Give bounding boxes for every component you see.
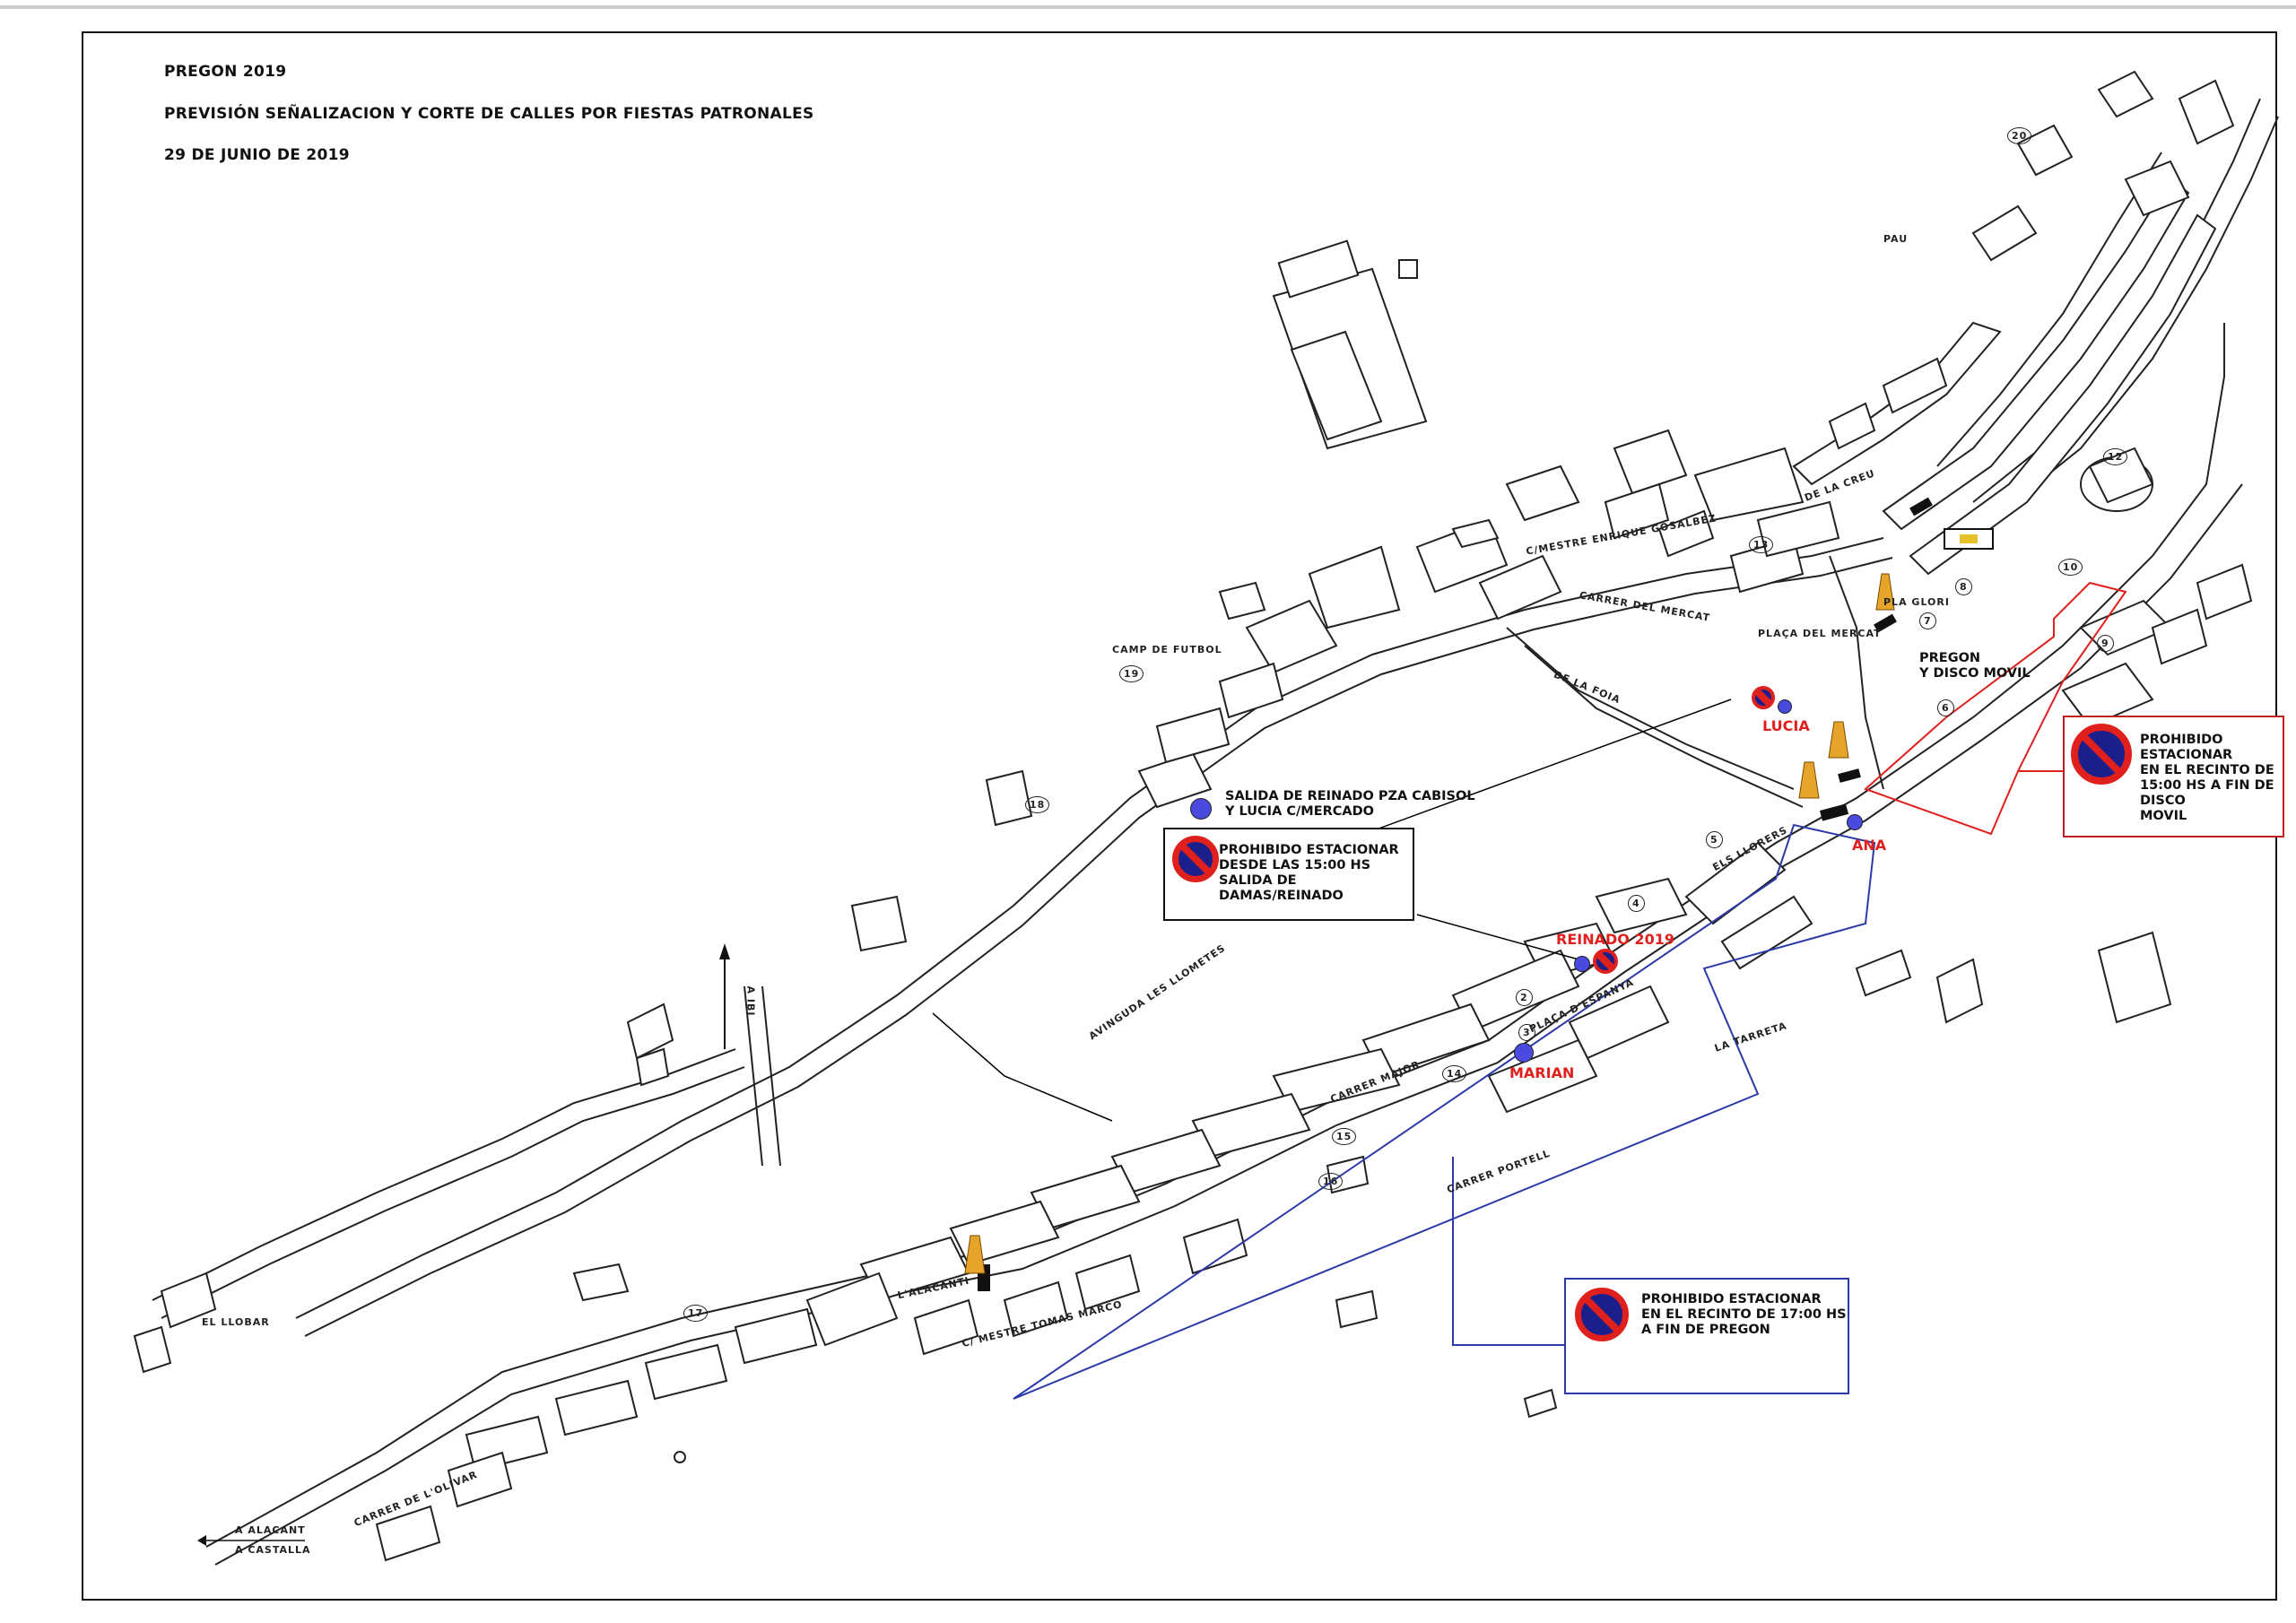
person-marker-icon	[1574, 956, 1590, 972]
no-parking-icon	[2071, 724, 2132, 785]
sign-line: DESDE LAS 15:00 HS	[1219, 858, 1371, 872]
salida-line-1: SALIDA DE REINADO PZA CABISOL	[1225, 789, 1475, 803]
number-10: 10	[2058, 559, 2083, 576]
number-19: 19	[1119, 665, 1144, 682]
sign-line: PROHIBIDO ESTACIONAR	[1219, 843, 1399, 857]
no-parking-icon	[1752, 686, 1775, 709]
number-16: 16	[1318, 1173, 1344, 1190]
salida-annotation: SALIDA DE REINADO PZA CABISOL Y LUCIA C/…	[1225, 789, 1475, 820]
title-line: PREGON 2019	[164, 63, 287, 81]
prohibited-zone-disco	[1864, 581, 2127, 836]
person-marker-icon	[1514, 1043, 1534, 1063]
person-marker-icon	[1847, 814, 1863, 830]
buildings	[133, 70, 2253, 1562]
no-parking-icon	[1575, 1288, 1629, 1341]
name-ana: ANA	[1852, 837, 1887, 854]
sign-box-pregon-text: PROHIBIDO ESTACIONAR EN EL RECINTO DE 17…	[1641, 1292, 1847, 1338]
no-parking-icon	[1593, 949, 1618, 974]
person-marker-icon	[1778, 699, 1792, 714]
number-18: 18	[1025, 796, 1050, 813]
traffic-cone-icon	[964, 1235, 986, 1274]
arrow-alacant	[197, 1535, 206, 1546]
number-2: 2	[1516, 989, 1533, 1006]
name-lucia: LUCIA	[1762, 717, 1810, 734]
sign-box-damas: PROHIBIDO ESTACIONAR DESDE LAS 15:00 HS …	[1163, 828, 1414, 921]
barrier-icon	[1909, 497, 1933, 516]
sign-box-damas-text: PROHIBIDO ESTACIONAR DESDE LAS 15:00 HS …	[1219, 843, 1413, 904]
street-la-pau: PAU	[1883, 233, 1909, 245]
number-13: 13	[1749, 536, 1774, 553]
number-8: 8	[1955, 578, 1972, 595]
sign-line: DISCO	[2140, 794, 2186, 808]
name-reinado: REINADO 2019	[1556, 931, 1674, 948]
label-a-alacant: A ALACANT	[235, 1524, 306, 1536]
number-17: 17	[683, 1305, 709, 1322]
sign-line: EN EL RECINTO DE	[2140, 763, 2274, 777]
road-network	[152, 98, 2279, 1566]
prohibited-zone-pregon	[1013, 823, 1876, 1400]
traffic-cones	[964, 573, 1895, 1274]
number-7: 7	[1919, 612, 1936, 629]
barrier-icon	[1874, 613, 1897, 633]
sign-line: PROHIBIDO	[2140, 733, 2223, 747]
salida-line-2: Y LUCIA C/MERCADO	[1225, 804, 1375, 819]
sign-line: MOVIL	[2140, 809, 2187, 823]
pregon-line-2: Y DISCO MOVIL	[1919, 666, 2031, 681]
pointer-line-3	[1416, 914, 1579, 960]
sign-box-pregon: PROHIBIDO ESTACIONAR EN EL RECINTO DE 17…	[1564, 1278, 1849, 1394]
sign-box-disco: PROHIBIDO ESTACIONAR EN EL RECINTO DE 15…	[2063, 716, 2284, 838]
street-camp-futbol: CAMP DE FUTBOL	[1112, 644, 1222, 655]
name-marian: MARIAN	[1509, 1064, 1575, 1081]
sign-line: EN EL RECINTO DE 17:00 HS	[1641, 1307, 1847, 1322]
person-marker-icon	[1190, 798, 1212, 820]
number-20: 20	[2007, 127, 2032, 144]
north-arrow-icon	[719, 943, 730, 959]
pregon-line-1: PREGON	[1919, 651, 1981, 665]
sign-line: PROHIBIDO ESTACIONAR	[1641, 1292, 1822, 1306]
barriers	[978, 497, 1933, 1291]
sign-line: SALIDA DE DAMAS/REINADO	[1219, 873, 1344, 903]
number-3: 3	[1518, 1024, 1535, 1041]
number-5: 5	[1706, 831, 1723, 848]
sign-box-disco-text: PROHIBIDO ESTACIONAR EN EL RECINTO DE 15…	[2140, 733, 2274, 824]
sign-line: A FIN DE PREGON	[1641, 1323, 1770, 1337]
number-15: 15	[1332, 1128, 1357, 1145]
street-placa-mercat: PLAÇA DEL MERCAT	[1758, 628, 1882, 639]
number-9: 9	[2097, 635, 2114, 652]
street-placa-glori: PLA GLORI	[1883, 596, 1950, 608]
label-a-ibi: A IBI	[744, 985, 757, 1017]
sign-line: 15:00 HS A FIN DE	[2140, 778, 2274, 793]
barrier-icon	[1838, 768, 1861, 783]
traffic-cone-icon	[1875, 573, 1895, 611]
pregon-annotation: PREGON Y DISCO MOVIL	[1919, 651, 2031, 681]
no-parking-icon	[1172, 836, 1219, 882]
number-12: 12	[2103, 448, 2128, 465]
subtitle-line: PREVISIÓN SEÑALIZACION Y CORTE DE CALLES…	[164, 105, 814, 123]
sign-line: ESTACIONAR	[2140, 748, 2233, 762]
traffic-cone-icon	[1828, 721, 1849, 759]
number-14: 14	[1442, 1065, 1467, 1082]
number-6: 6	[1937, 699, 1954, 716]
label-a-castalla: A CASTALLA	[235, 1544, 311, 1556]
pointer-line-1	[932, 1012, 1113, 1122]
number-4: 4	[1628, 895, 1645, 912]
stage-marker-fill	[1960, 534, 1978, 543]
traffic-cone-icon	[1798, 761, 1820, 799]
map-frame	[82, 31, 2277, 1601]
street-el-llobar: EL LLOBAR	[202, 1316, 270, 1328]
date-line: 29 DE JUNIO DE 2019	[164, 146, 350, 164]
barrier-icon	[1819, 803, 1849, 821]
pregon-zone-pointer	[1452, 1157, 1570, 1346]
